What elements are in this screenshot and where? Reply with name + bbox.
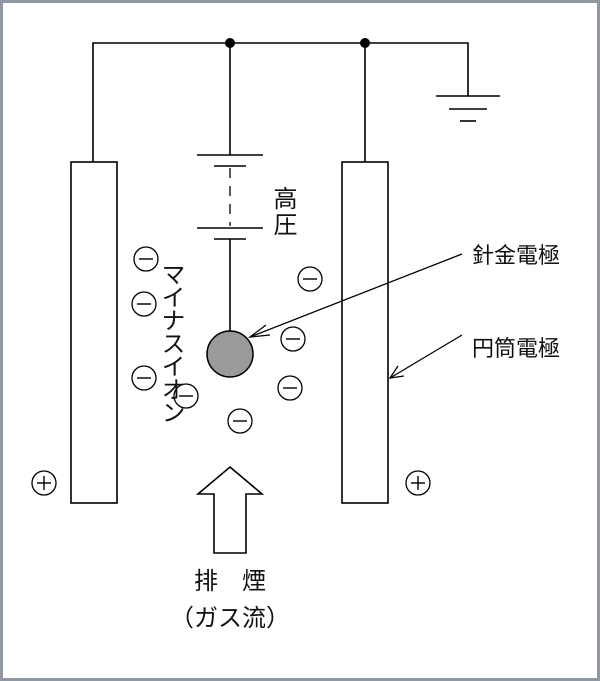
- positive-charge-icon: [31, 470, 57, 496]
- negative-ion-icon: [297, 266, 323, 292]
- electrostatic-precipitator-diagram: 高圧 針金電極 円筒電極 マイナスイオン 排 煙 （ガス流）: [31, 38, 560, 632]
- exhaust-label: 排 煙: [194, 567, 266, 595]
- positive-charge-icon: [405, 470, 431, 496]
- gas-flow-arrow-icon: [195, 465, 265, 554]
- negative-ion-icon: [277, 375, 303, 401]
- cylinder-electrode-label: 円筒電極: [472, 337, 560, 362]
- negative-ion-icon: [131, 365, 157, 391]
- negative-ion-icon: [280, 326, 306, 352]
- cylinder-electrode-leader-arrow: [388, 334, 463, 379]
- negative-ion-icon: [173, 383, 199, 409]
- wire-electrode-label: 針金電極: [472, 244, 560, 269]
- high-voltage-supply-icon: [197, 154, 263, 240]
- negative-ions-label: マイナスイオン: [157, 262, 185, 423]
- wire-electrode-leader-arrow: [247, 253, 463, 338]
- top-bus-wire: [92, 42, 469, 162]
- junction-node: [360, 38, 370, 48]
- negative-ion-icon: [133, 246, 159, 272]
- high-voltage-label: 高圧: [269, 186, 297, 238]
- gas-flow-label: （ガス流）: [170, 604, 290, 632]
- cylinder-electrode-right-plate: [341, 161, 389, 504]
- junction-node: [225, 38, 235, 48]
- wire-electrode: [206, 330, 254, 378]
- cylinder-electrode-left-plate: [70, 161, 118, 504]
- negative-ion-icon: [227, 408, 253, 434]
- ground-icon: [436, 95, 500, 122]
- negative-ion-icon: [131, 291, 157, 317]
